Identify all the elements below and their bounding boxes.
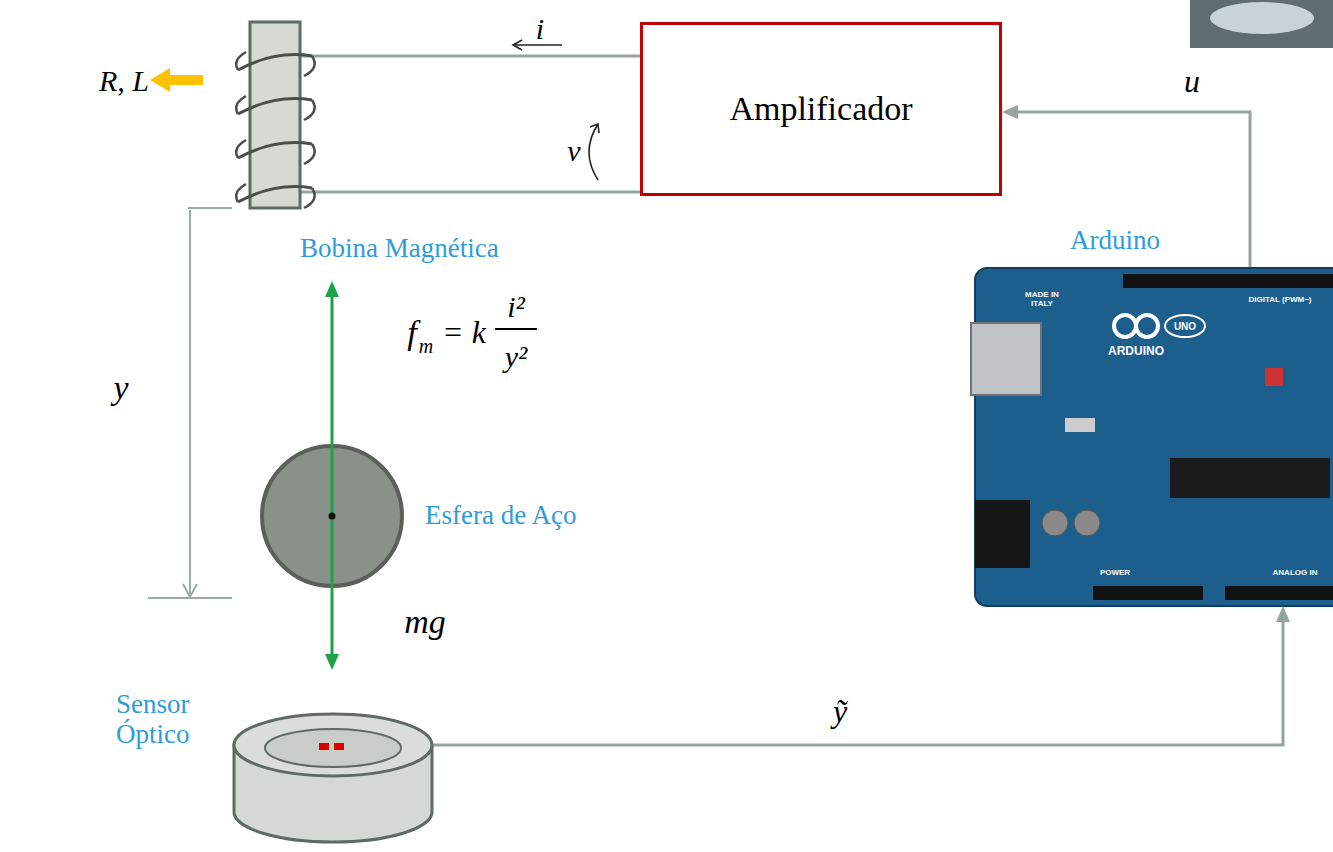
dimension-label: y	[113, 369, 128, 406]
wire-line	[300, 55, 640, 58]
voltage-arrowhead	[590, 124, 599, 133]
sensor-led	[319, 743, 329, 750]
formula-denominator: y²	[505, 340, 527, 373]
signal-label: ỹ	[833, 694, 847, 729]
coil-winding	[238, 99, 312, 114]
shape-outline	[250, 22, 300, 208]
wire-line	[1014, 112, 1250, 268]
model-oval	[1165, 315, 1205, 337]
voltage-arrow	[589, 124, 598, 180]
sphere-label: Esfera de Aço	[425, 501, 576, 531]
signal-label: v	[567, 134, 580, 167]
shape-outline	[975, 268, 1333, 606]
microcontroller-chip	[1170, 458, 1330, 498]
sensor-window	[265, 729, 401, 767]
board-outline	[975, 268, 1333, 606]
dimension-arrowhead	[183, 584, 197, 597]
signal-label: u	[1184, 64, 1200, 99]
reset-button	[1265, 368, 1283, 386]
parameter-label: R, L	[99, 64, 149, 97]
signal-label: i	[536, 12, 544, 45]
current-arrowhead	[513, 40, 522, 50]
fraction-bar	[495, 328, 537, 330]
dimension-line	[189, 210, 191, 596]
coil-winding	[304, 56, 315, 76]
sensor-label: Sensor Óptico	[116, 690, 216, 749]
logo-ring	[1136, 315, 1158, 337]
signal-wire	[300, 192, 640, 193]
power-jack	[975, 500, 1030, 568]
formula-part: = k	[442, 315, 486, 350]
dimension-tick	[188, 207, 232, 209]
formula-subscript: m	[419, 335, 433, 357]
pin-header	[1123, 274, 1333, 288]
amplifier-box: Amplificador	[640, 22, 1002, 196]
board-print: ARDUINO	[1108, 345, 1164, 358]
box-label: Amplificador	[729, 90, 912, 127]
board-print: UNO	[1174, 321, 1196, 332]
force-arrowhead	[325, 281, 339, 297]
sensor-led	[334, 743, 344, 750]
board-print: DIGITAL (PWM~)	[1248, 296, 1311, 305]
force-label: mg	[404, 603, 446, 640]
capacitor	[1042, 510, 1068, 536]
arrowhead	[1002, 105, 1018, 119]
coil-label: Bobina Magnética	[300, 234, 499, 264]
coil-winding	[238, 55, 312, 70]
wire-line	[434, 618, 1283, 745]
arduino-board: Arduino	[975, 268, 1333, 606]
center-dot	[329, 513, 336, 520]
coil-winding	[236, 140, 246, 158]
shape-outline	[232, 712, 434, 842]
coil-winding	[236, 52, 246, 70]
coil-winding	[238, 187, 312, 202]
board-print: POWER	[1100, 569, 1130, 578]
coil-winding	[304, 100, 315, 120]
coil-winding	[304, 188, 315, 208]
steel-sphere: Esfera de Aço	[260, 444, 404, 588]
arrowhead	[1276, 606, 1290, 622]
coil-winding	[236, 184, 246, 202]
coil-winding	[236, 96, 246, 114]
force-line	[331, 292, 334, 660]
board-print: ANALOG IN	[1273, 569, 1318, 578]
sensor-top	[234, 714, 432, 776]
formula-part: f	[407, 314, 416, 351]
board-label: Arduino	[1070, 226, 1160, 256]
usb-connector	[971, 323, 1041, 395]
signal-wire	[300, 56, 640, 57]
pointer-arrow	[150, 68, 203, 92]
board-print: MADE IN ITALY	[1020, 291, 1064, 309]
coil-winding	[238, 143, 312, 158]
force-arrowhead	[325, 654, 339, 670]
formula-numerator: i²	[507, 290, 524, 323]
shape-outline	[260, 444, 404, 588]
coil-core	[250, 22, 300, 208]
wire-line	[300, 191, 640, 194]
capacitor	[1074, 510, 1100, 536]
optical-sensor: Sensor Óptico	[232, 712, 434, 842]
board-component	[1065, 418, 1095, 432]
coil-winding	[304, 144, 315, 164]
signal-wire	[1002, 105, 1250, 268]
logo-ring	[1114, 315, 1136, 337]
pin-header	[1225, 586, 1333, 600]
signal-wire	[434, 606, 1290, 745]
photo-highlight	[1210, 2, 1314, 34]
magnetic-coil: Bobina Magnética	[250, 22, 300, 208]
photo-fragment	[1190, 0, 1333, 48]
pin-header	[1093, 586, 1203, 600]
